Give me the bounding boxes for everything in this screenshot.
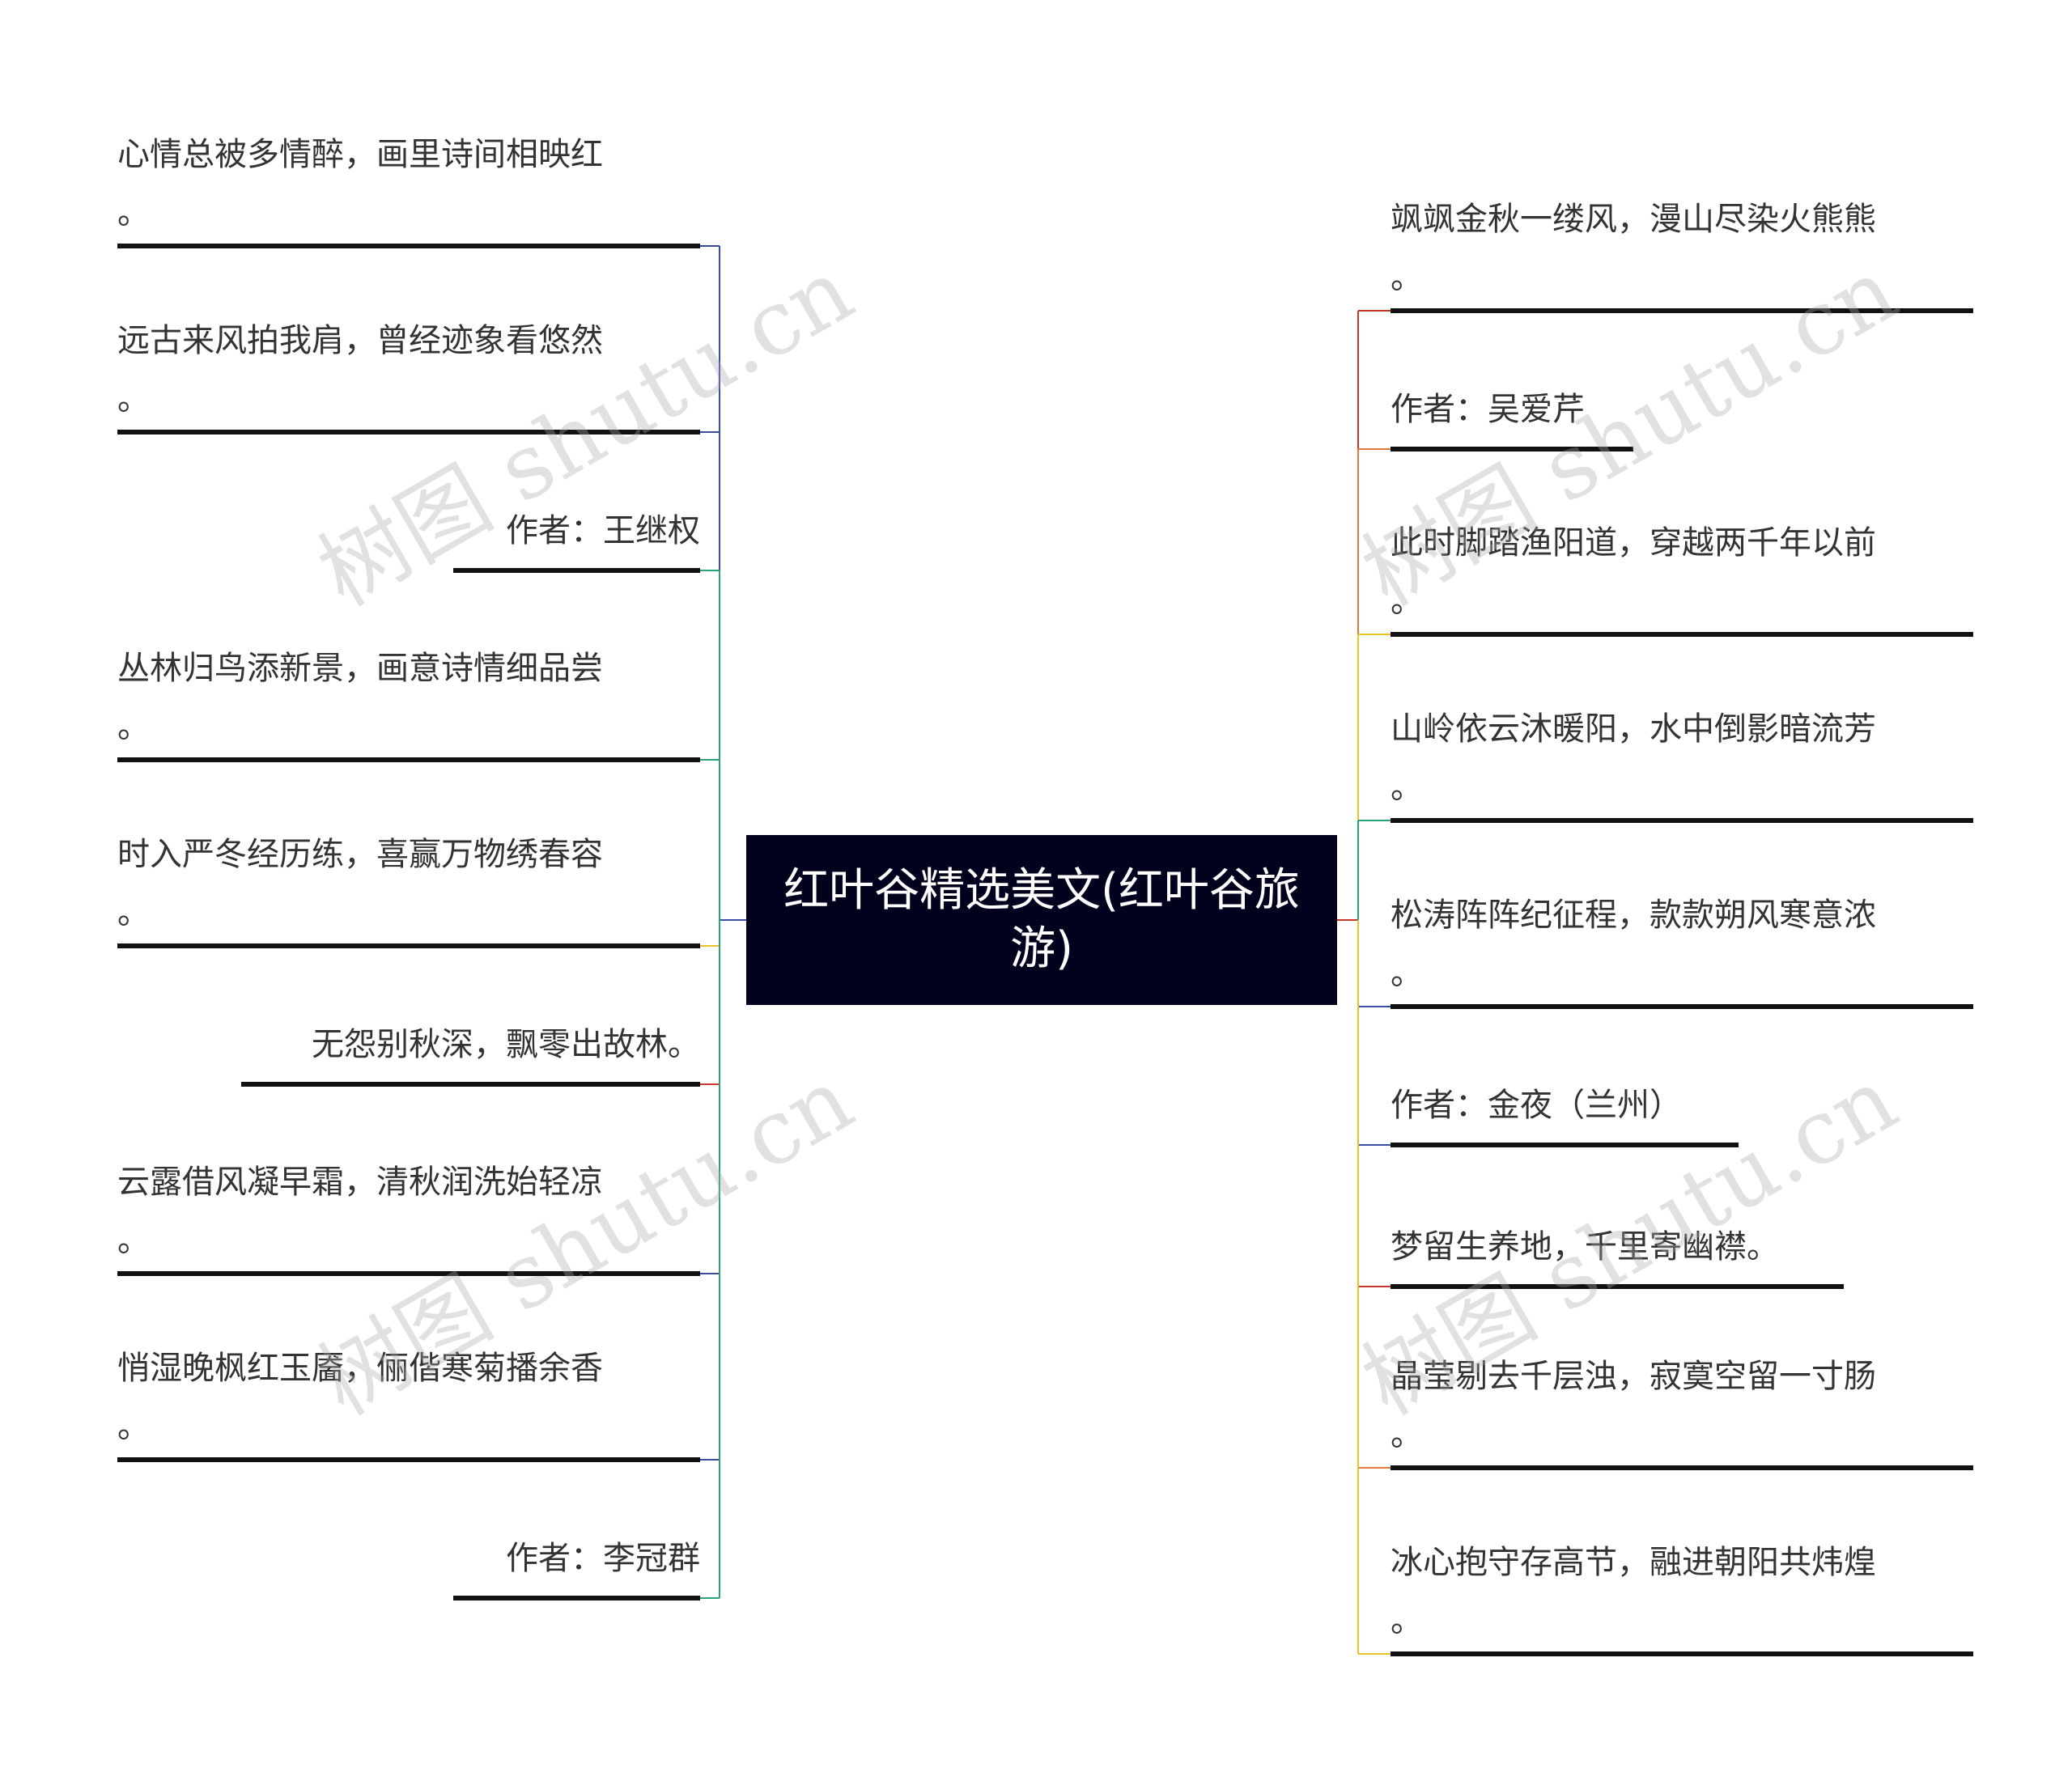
- topic-underline: [453, 1596, 700, 1601]
- topic-underline: [117, 1271, 700, 1276]
- topic-label: 山岭依云沐暖阳，水中倒影暗流芳 。: [1391, 710, 1876, 806]
- topic-label: 松涛阵阵纪征程，款款朔风寒意浓 。: [1391, 897, 1876, 992]
- topic-underline: [1391, 632, 1973, 637]
- right-topic-9[interactable]: 冰心抱守存高节，融进朝阳共炜煌 。: [1391, 1533, 1973, 1656]
- topic-underline: [1391, 447, 1633, 452]
- right-topic-3[interactable]: 此时脚踏渔阳道，穿越两千年以前 。: [1391, 514, 1973, 637]
- topic-label: 时入严冬经历练，喜赢万物绣春容 。: [117, 836, 603, 931]
- right-topic-7[interactable]: 梦留生养地，千里寄幽襟。: [1391, 1218, 1844, 1289]
- topic-underline: [117, 943, 700, 948]
- topic-label: 悄湿晚枫红玉靥，俪偕寒菊播余香 。: [117, 1350, 603, 1445]
- topic-label: 此时脚踏渔阳道，穿越两千年以前 。: [1391, 524, 1876, 620]
- topic-label: 飒飒金秋一缕风，漫山尽染火熊熊 。: [1391, 201, 1876, 296]
- topic-label: 作者：吴爱芹: [1391, 391, 1585, 428]
- topic-underline: [1391, 1651, 1973, 1656]
- left-topic-3[interactable]: 作者：王继权: [453, 502, 700, 573]
- topic-label: 作者：王继权: [506, 512, 700, 549]
- left-topic-7[interactable]: 云露借风凝早霜，清秋润洗始轻凉 。: [117, 1153, 700, 1276]
- topic-label: 心情总被多情醉，画里诗间相映红 。: [117, 136, 603, 231]
- topic-label: 梦留生养地，千里寄幽襟。: [1391, 1228, 1779, 1266]
- topic-label: 作者：李冠群: [506, 1540, 700, 1577]
- left-topic-6[interactable]: 无怨别秋深，飘零出故林。: [241, 1015, 700, 1087]
- central-topic[interactable]: 红叶谷精选美文(红叶谷旅游): [746, 835, 1337, 1005]
- topic-underline: [117, 244, 700, 248]
- right-topic-8[interactable]: 晶莹剔去千层浊，寂寞空留一寸肠 。: [1391, 1347, 1973, 1470]
- left-topic-1[interactable]: 心情总被多情醉，画里诗间相映红 。: [117, 125, 700, 248]
- left-topic-9[interactable]: 作者：李冠群: [453, 1529, 700, 1601]
- topic-underline: [1391, 308, 1973, 313]
- topic-label: 远古来风拍我肩，曾经迹象看悠然 。: [117, 322, 603, 418]
- right-topic-2[interactable]: 作者：吴爱芹: [1391, 380, 1633, 452]
- left-topic-4[interactable]: 丛林归鸟添新景，画意诗情细品尝 。: [117, 639, 700, 762]
- topic-underline: [453, 568, 700, 573]
- left-topic-8[interactable]: 悄湿晚枫红玉靥，俪偕寒菊播余香 。: [117, 1339, 700, 1462]
- left-topic-2[interactable]: 远古来风拍我肩，曾经迹象看悠然 。: [117, 312, 700, 435]
- topic-label: 晶莹剔去千层浊，寂寞空留一寸肠 。: [1391, 1358, 1876, 1453]
- topic-label: 作者：金夜（兰州）: [1391, 1087, 1682, 1124]
- topic-underline: [1391, 1465, 1973, 1470]
- topic-underline: [117, 1457, 700, 1462]
- topic-underline: [117, 430, 700, 435]
- right-topic-5[interactable]: 松涛阵阵纪征程，款款朔风寒意浓 。: [1391, 886, 1973, 1009]
- right-topic-6[interactable]: 作者：金夜（兰州）: [1391, 1076, 1739, 1147]
- topic-label: 无怨别秋深，飘零出故林。: [312, 1026, 700, 1063]
- left-topic-5[interactable]: 时入严冬经历练，喜赢万物绣春容 。: [117, 825, 700, 948]
- topic-underline: [1391, 1284, 1844, 1289]
- topic-underline: [1391, 1004, 1973, 1009]
- topic-underline: [117, 757, 700, 762]
- topic-underline: [241, 1082, 700, 1087]
- right-topic-4[interactable]: 山岭依云沐暖阳，水中倒影暗流芳 。: [1391, 700, 1973, 823]
- topic-underline: [1391, 818, 1973, 823]
- topic-underline: [1391, 1143, 1739, 1147]
- topic-label: 云露借风凝早霜，清秋润洗始轻凉 。: [117, 1164, 603, 1259]
- topic-label: 冰心抱守存高节，融进朝阳共炜煌 。: [1391, 1544, 1876, 1639]
- right-topic-1[interactable]: 飒飒金秋一缕风，漫山尽染火熊熊 。: [1391, 190, 1973, 313]
- central-topic-label: 红叶谷精选美文(红叶谷旅游): [783, 864, 1300, 975]
- topic-label: 丛林归鸟添新景，画意诗情细品尝 。: [117, 650, 603, 745]
